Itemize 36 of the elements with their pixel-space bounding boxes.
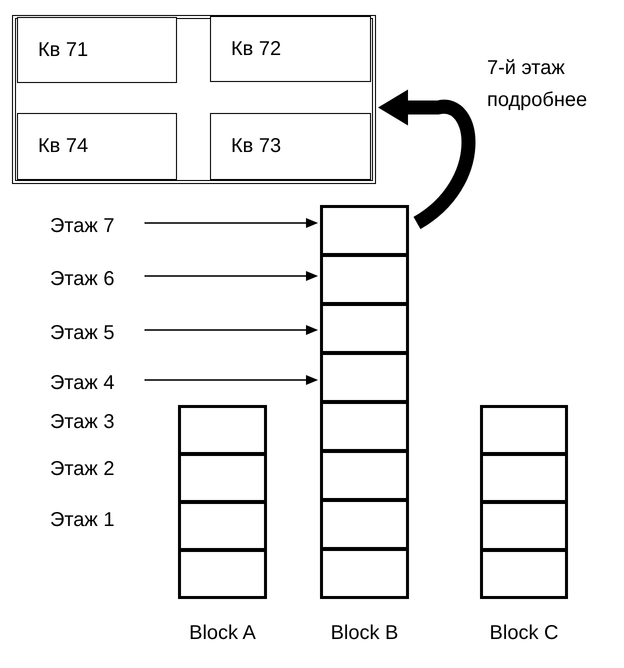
floor-plan	[12, 15, 376, 184]
floor-box	[178, 549, 267, 599]
floor-label: Этаж 4	[50, 370, 114, 396]
apartment-box: Кв 72	[210, 16, 371, 82]
block-label: Block A	[188, 621, 257, 645]
apartment-box: Кв 73	[210, 113, 371, 180]
floor-label: Этаж 3	[50, 410, 114, 434]
floor-box	[480, 549, 568, 599]
floor-box	[320, 205, 409, 256]
floor-label: Этаж 2	[50, 457, 114, 481]
floor-label: Этаж 5	[50, 320, 114, 346]
floor-label: Этаж 7	[50, 213, 114, 239]
arrow	[144, 375, 318, 385]
block-label: Block B	[330, 621, 400, 645]
arrow	[144, 325, 318, 335]
floor-box	[480, 405, 568, 455]
floor-box	[178, 453, 267, 503]
floor-box	[320, 499, 409, 550]
floor-box	[178, 405, 267, 455]
floor-box	[480, 501, 568, 551]
floor-box	[320, 401, 409, 452]
apartment-box: Кв 71	[17, 17, 177, 83]
floor-label: Этаж 6	[50, 266, 114, 292]
arrow	[144, 218, 318, 228]
curved-arrow	[378, 90, 476, 229]
floor-box	[320, 352, 409, 403]
floor-label: Этаж 1	[50, 508, 114, 532]
block-label: Block C	[488, 621, 560, 645]
floor-box	[480, 453, 568, 503]
floor-box	[320, 254, 409, 305]
apartment-box: Кв 74	[17, 113, 177, 180]
floor-box	[320, 303, 409, 354]
floor-box	[320, 450, 409, 501]
floor-box	[178, 501, 267, 551]
floor-box	[320, 548, 409, 599]
arrow	[144, 271, 318, 281]
